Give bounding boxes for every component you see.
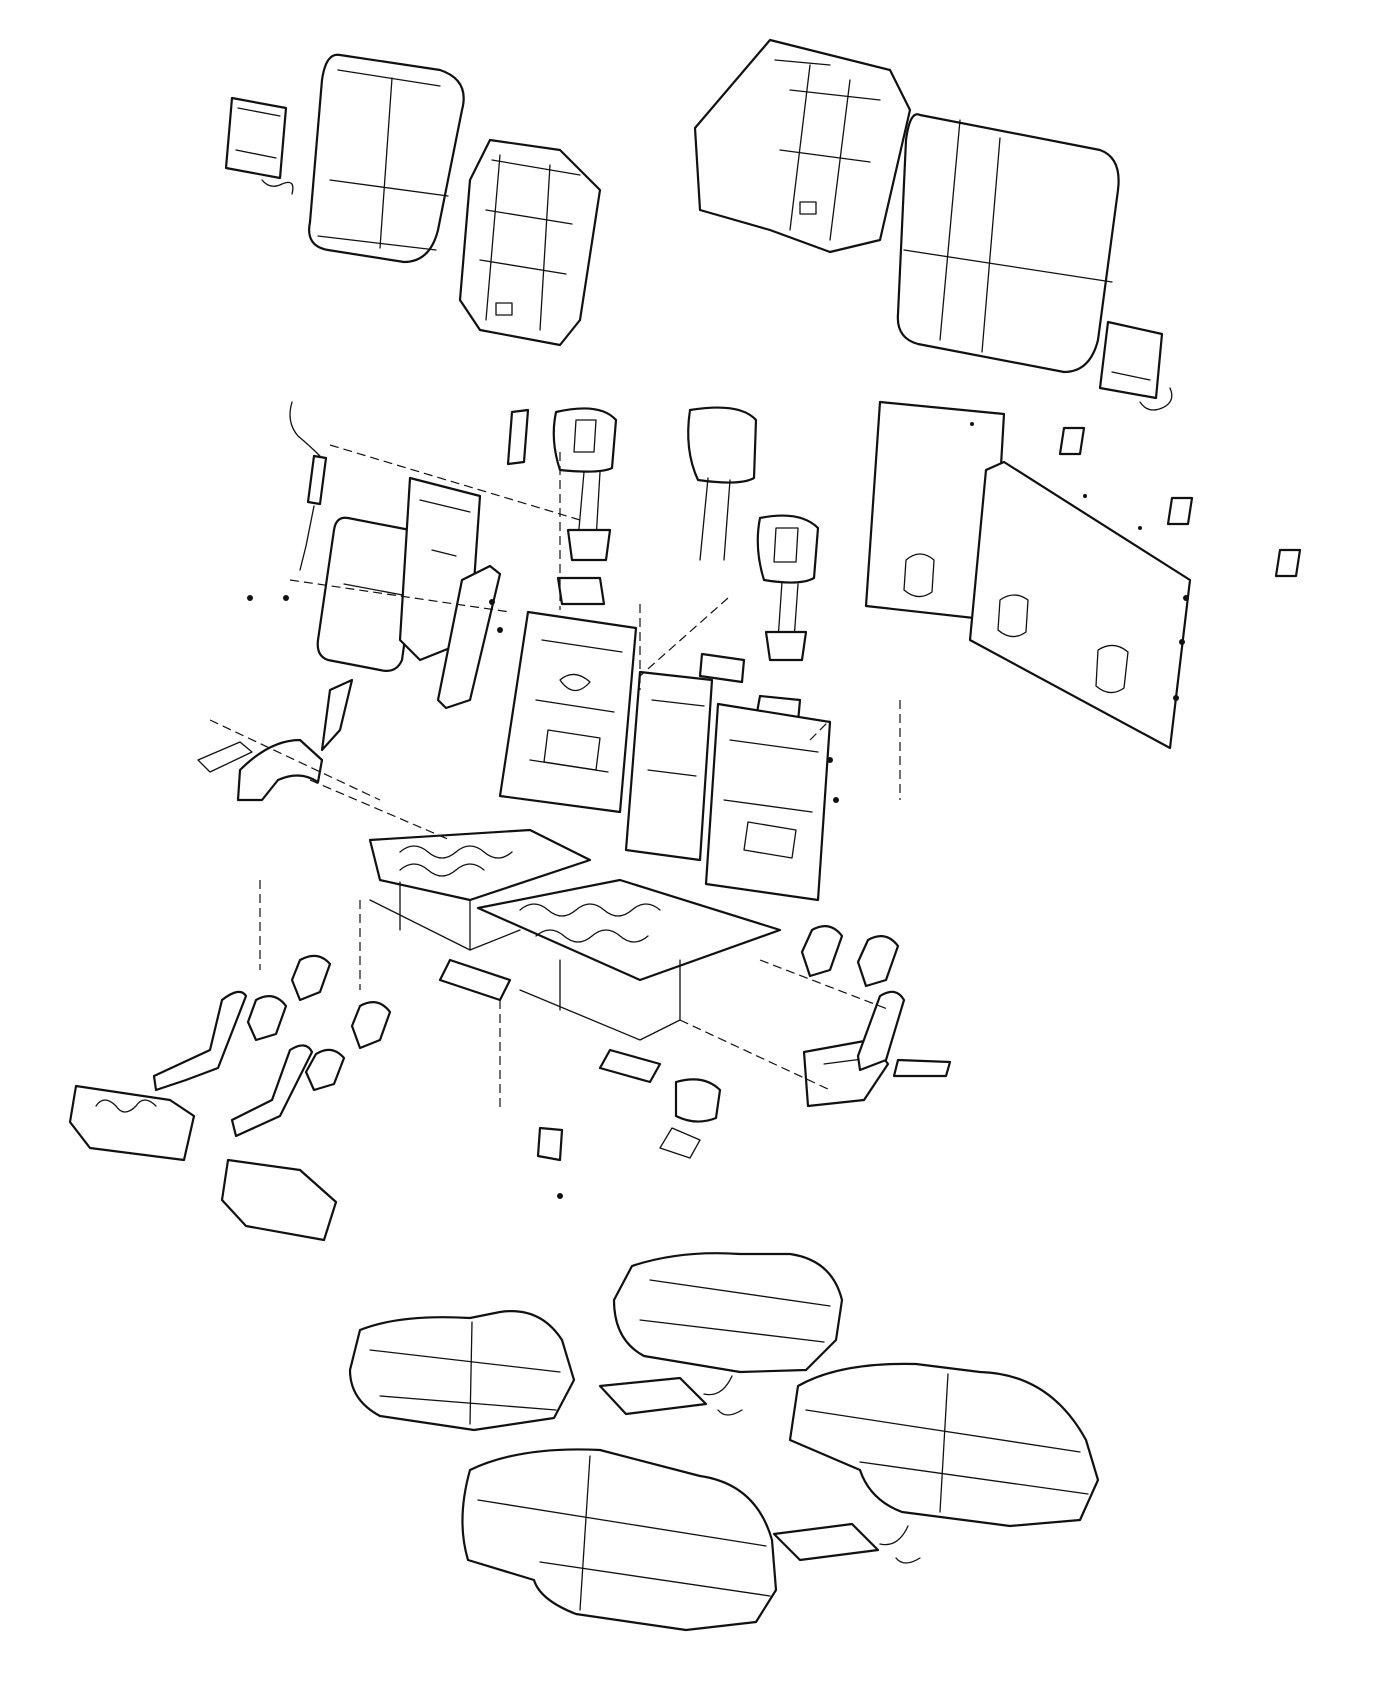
- left-seatback-frame-rear: [458, 138, 602, 347]
- left-seat-cushion: [348, 1310, 576, 1432]
- left-seat-cushion-frame: [368, 828, 592, 951]
- right-seatback-cover-panel: [1098, 320, 1173, 411]
- right-seatback-frame: [624, 670, 832, 902]
- front-seat-cushion: [461, 1448, 778, 1632]
- headrest-left: [552, 407, 618, 562]
- trim-pieces-left: [68, 990, 338, 1242]
- left-seatback-cushion: [308, 53, 465, 264]
- load-floor-panel: [864, 400, 1192, 750]
- seatbelt-sensor-harness-left: [289, 401, 328, 571]
- right-seatback-frame-rear: [693, 38, 912, 254]
- side-trim-rail: [436, 564, 502, 710]
- headrest-center: [687, 406, 758, 561]
- left-seatback-cover-panel: [224, 96, 294, 195]
- recliner-covers: [246, 954, 392, 1092]
- right-seat-cushion: [788, 1362, 1100, 1528]
- side-shield-panel-left: [197, 678, 354, 802]
- leader-lines: [209, 444, 901, 1110]
- center-seat-cushion: [612, 1252, 844, 1374]
- center-floor-bracket: [536, 1078, 722, 1162]
- fasteners: [247, 595, 1189, 1199]
- headrest-guide-left: [506, 408, 530, 466]
- right-seatback-cushion: [896, 113, 1120, 374]
- center-cushion-pad: [598, 1375, 743, 1416]
- vent-grille-set: [1058, 426, 1302, 578]
- right-cushion-pad: [772, 1522, 921, 1564]
- headrest-right: [756, 514, 820, 662]
- left-seatback-frame: [498, 610, 638, 814]
- right-seat-cushion-frame: [476, 878, 782, 1021]
- trim-pieces-right: [800, 925, 952, 1108]
- seat-frame-base-bracket: [369, 899, 681, 1084]
